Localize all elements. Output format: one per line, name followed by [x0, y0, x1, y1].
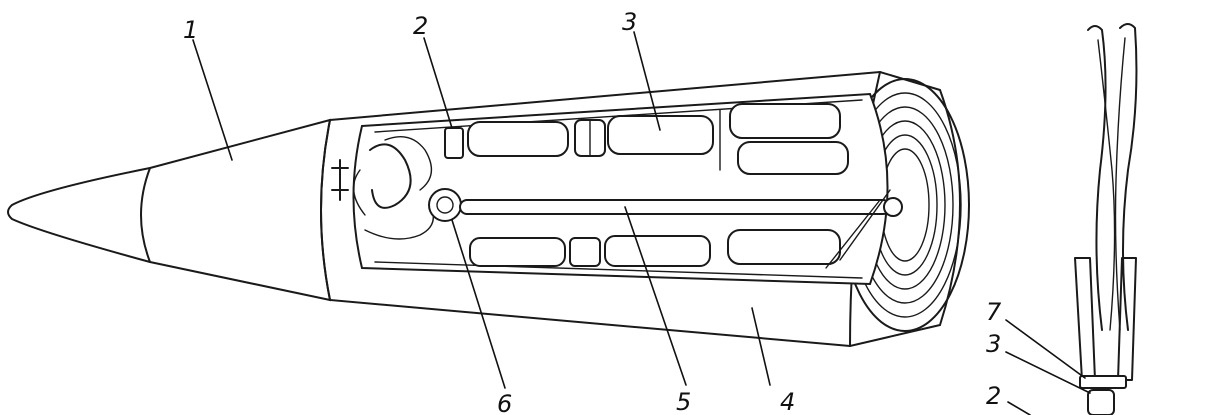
lower-cylinders: [469, 189, 891, 269]
side-callout-7: 7: [986, 298, 1002, 326]
callout-6: 6: [497, 390, 512, 415]
side-callout-2: 2: [986, 382, 1001, 410]
side-view-assembly: [1074, 23, 1138, 415]
leader-lines: [192, 31, 1091, 415]
upper-cylinders: [467, 103, 849, 175]
callout-4: 4: [780, 388, 795, 415]
front-mechanism: [331, 127, 464, 240]
nose-cone: [7, 118, 331, 302]
callout-2: 2: [413, 12, 428, 40]
callout-1: 1: [183, 16, 198, 44]
callout-3: 3: [622, 8, 637, 36]
central-rod: [459, 197, 903, 217]
callout-5: 5: [676, 388, 691, 415]
side-callout-3: 3: [986, 330, 1001, 358]
